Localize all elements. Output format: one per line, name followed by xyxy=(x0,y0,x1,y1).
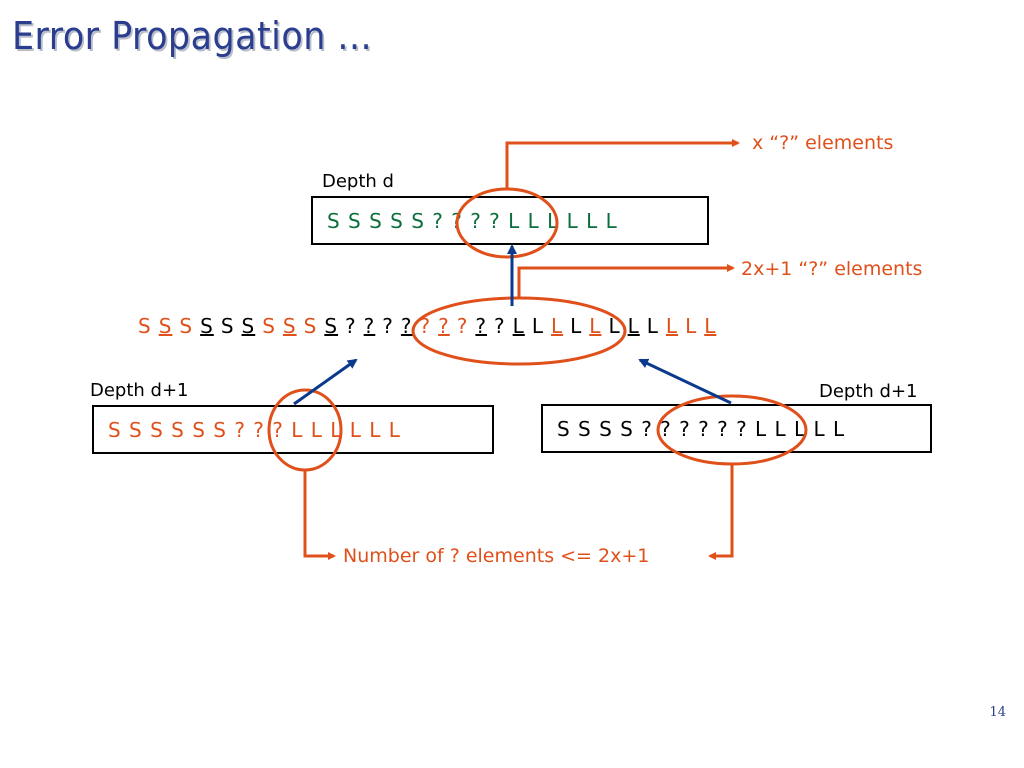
left-sequence-box: S S S S S S ? ? ? L L L L L L xyxy=(92,405,494,454)
middle-token-28: L xyxy=(685,314,698,338)
depth-d1-left-label: Depth d+1 xyxy=(90,380,189,401)
depth-d-label: Depth d xyxy=(322,171,394,192)
middle-token-14: ? xyxy=(419,314,432,338)
left-sequence-text: S S S S S S ? ? ? L L L L L L xyxy=(108,417,401,442)
middle-token-26: L xyxy=(646,314,659,338)
middle-token-18: ? xyxy=(494,314,506,338)
left-merge-arrow xyxy=(293,358,358,406)
x-elements-note: x “?” elements xyxy=(752,132,894,154)
x-elements-connector xyxy=(505,139,740,190)
middle-token-15: ? xyxy=(438,314,450,338)
middle-token-5: S xyxy=(241,314,256,338)
right-bound-connector xyxy=(708,464,734,560)
middle-token-8: S xyxy=(303,314,318,338)
two-x-connector xyxy=(517,264,735,297)
middle-token-17: ? xyxy=(475,314,488,338)
middle-token-12: ? xyxy=(382,314,394,338)
right-merge-arrow xyxy=(638,358,732,405)
middle-token-21: L xyxy=(550,314,564,338)
middle-token-22: L xyxy=(570,314,583,338)
middle-token-23: L xyxy=(589,314,602,338)
middle-token-25: L xyxy=(627,314,640,338)
middle-token-13: ? xyxy=(400,314,413,338)
middle-token-16: ? xyxy=(456,314,469,338)
middle-token-4: S xyxy=(220,314,235,338)
depth-d1-right-label: Depth d+1 xyxy=(819,381,918,402)
two-x-plus-one-note: 2x+1 “?” elements xyxy=(741,258,923,280)
right-sequence-box: S S S S ? ? ? ? ? ? L L L L L xyxy=(541,404,932,453)
slide-title: Error Propagation ... xyxy=(12,14,373,58)
middle-token-3: S xyxy=(200,314,214,338)
middle-token-24: L xyxy=(608,314,621,338)
left-question-circle xyxy=(267,388,343,472)
middle-question-circle xyxy=(411,296,627,366)
left-bound-connector xyxy=(303,470,336,560)
middle-token-19: L xyxy=(512,314,525,338)
right-question-circle xyxy=(656,394,808,466)
top-question-circle xyxy=(455,187,559,259)
middle-token-0: S xyxy=(138,314,152,338)
middle-token-6: S xyxy=(262,314,276,338)
middle-token-11: ? xyxy=(363,314,376,338)
page-number: 14 xyxy=(989,705,1006,720)
number-bound-note: Number of ? elements <= 2x+1 xyxy=(343,545,650,567)
middle-token-10: ? xyxy=(345,314,357,338)
top-sequence-text: S S S S S ? ? ? ? L L L L L L xyxy=(327,208,618,233)
middle-token-27: L xyxy=(665,314,679,338)
middle-token-2: S xyxy=(179,314,194,338)
middle-token-7: S xyxy=(282,314,297,338)
middle-token-9: S xyxy=(324,314,339,338)
middle-token-1: S xyxy=(158,314,173,338)
middle-token-20: L xyxy=(531,314,544,338)
middle-token-29: L xyxy=(704,314,717,338)
right-sequence-text: S S S S ? ? ? ? ? ? L L L L L xyxy=(557,416,846,441)
